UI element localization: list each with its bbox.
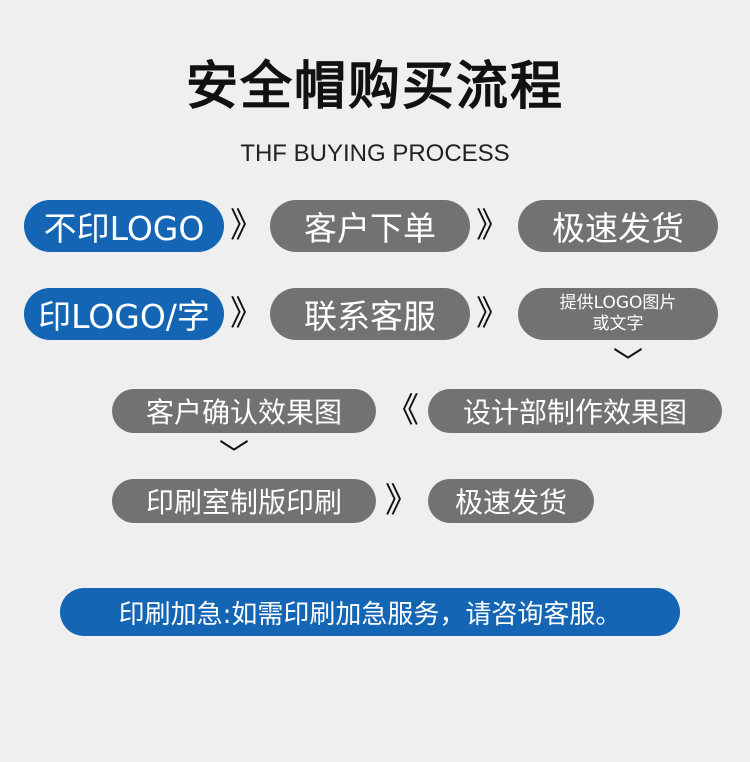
arrow-right-icon: 》 [476, 294, 510, 334]
urgent-note-banner: 印刷加急:如需印刷加急服务，请咨询客服。 [60, 588, 680, 636]
step-provide-logo: 提供LOGO图片 或文字 [518, 288, 718, 340]
arrow-down-icon: ﹀ [219, 438, 249, 473]
arrow-right-icon: 》 [385, 481, 419, 521]
arrow-right-icon: 》 [476, 206, 510, 246]
step-confirm-effect: 客户确认效果图 [112, 389, 376, 433]
step-fast-ship-final: 极速发货 [428, 479, 594, 523]
arrow-left-icon: 《 [385, 391, 419, 431]
page-subtitle: THF BUYING PROCESS [240, 140, 510, 167]
step-make-plate: 印刷室制版印刷 [112, 479, 376, 523]
provide-logo-line2: 或文字 [592, 314, 644, 334]
arrow-right-icon: 》 [230, 206, 264, 246]
provide-logo-line1: 提供LOGO图片 [559, 293, 677, 313]
step-fast-ship: 极速发货 [518, 200, 718, 252]
step-customer-order: 客户下单 [270, 200, 470, 252]
step-print-logo: 印LOGO/字 [24, 288, 224, 340]
step-design-effect: 设计部制作效果图 [428, 389, 722, 433]
arrow-right-icon: 》 [230, 294, 264, 334]
arrow-down-icon: ﹀ [613, 346, 643, 381]
step-no-logo: 不印LOGO [24, 200, 224, 252]
step-contact-service: 联系客服 [270, 288, 470, 340]
page-title: 安全帽购买流程 [185, 57, 564, 117]
